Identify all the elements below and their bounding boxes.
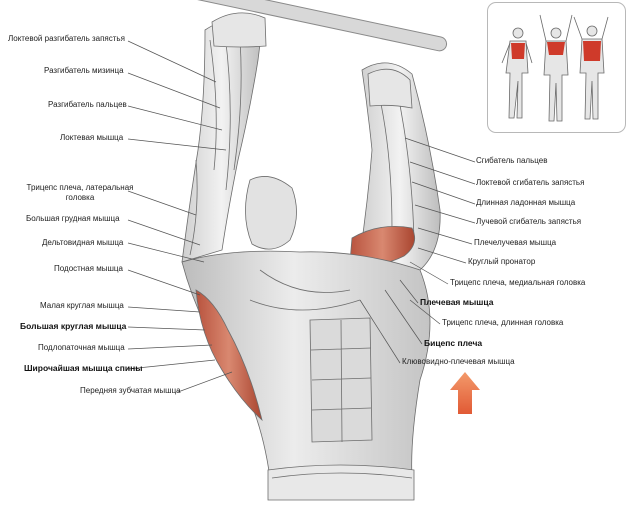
label-biceps-brachii: Бицепс плеча — [424, 338, 483, 348]
label-pronator-teres: Круглый пронатор — [468, 257, 536, 266]
inset-panel — [487, 2, 626, 133]
label-pectoralis-major: Большая грудная мышца — [26, 214, 120, 223]
label-brachialis: Плечевая мышца — [420, 297, 494, 307]
inset-figures — [501, 14, 609, 122]
right-arm — [349, 62, 441, 271]
label-triceps-lateral-head: Трицепс плеча, латеральная головка — [26, 183, 134, 202]
label-triceps-medial-head: Трицепс плеча, медиальная головка — [450, 278, 586, 287]
torso — [181, 250, 431, 501]
label-extensor-digiti-minimi: Разгибатель мизинца — [44, 66, 124, 75]
label-triceps-long-head: Трицепс плеча, длинная головка — [442, 318, 564, 327]
label-infraspinatus: Подостная мышца — [54, 264, 123, 273]
head — [245, 176, 297, 250]
label-palmaris-longus: Длинная ладонная мышца — [476, 198, 576, 207]
label-latissimus-dorsi: Широчайшая мышца спины — [24, 363, 143, 373]
label-deltoid: Дельтовидная мышца — [42, 238, 124, 247]
label-coracobrachialis: Клювовидно-плечевая мышца — [402, 357, 515, 366]
label-flexor-carpi-ulnaris: Локтевой сгибатель запястья — [476, 178, 585, 187]
label-extensor-digitorum: Разгибатель пальцев — [48, 100, 127, 109]
label-brachioradialis: Плечелучевая мышца — [474, 238, 557, 247]
leader-lines — [127, 40, 476, 393]
pullup-bar — [122, 0, 448, 52]
label-teres-major: Большая круглая мышца — [20, 321, 127, 331]
label-teres-minor: Малая круглая мышца — [40, 301, 124, 310]
label-serratus-anterior: Передняя зубчатая мышца — [80, 386, 181, 395]
left-arm — [181, 12, 267, 263]
label-extensor-carpi-ulnaris: Локтевой разгибатель запястья — [8, 34, 125, 43]
label-flexor-carpi-radialis: Лучевой сгибатель запястья — [476, 217, 582, 226]
movement-arrow — [450, 372, 480, 414]
label-flexor-digitorum: Сгибатель пальцев — [476, 156, 548, 165]
label-anconeus: Локтевая мышца — [60, 133, 124, 142]
label-subscapularis: Подлопаточная мышца — [38, 343, 125, 352]
